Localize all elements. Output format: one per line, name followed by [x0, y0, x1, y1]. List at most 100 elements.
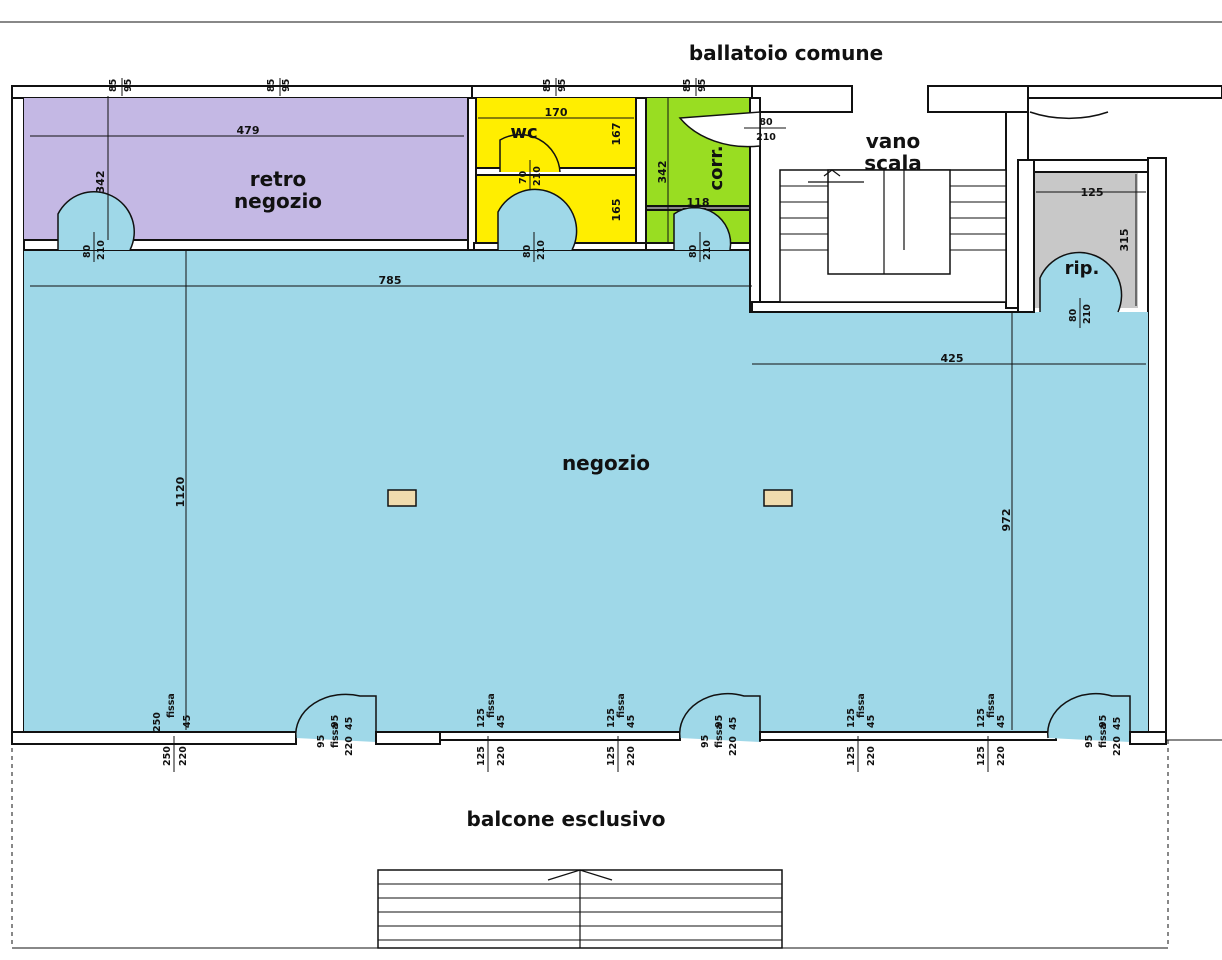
top-opening-3-h: 95 — [557, 79, 568, 92]
svg-text:220: 220 — [626, 746, 637, 766]
balcony-stairs — [377, 869, 783, 949]
door-facade-2 — [678, 692, 761, 742]
svg-text:80: 80 — [1068, 308, 1079, 322]
top-opening-2-h: 95 — [281, 79, 292, 92]
svg-text:125: 125 — [846, 708, 857, 728]
bottom-wall-left — [11, 731, 297, 745]
stair-top-wall-right — [927, 85, 1029, 113]
top-opening-4-h: 95 — [697, 79, 708, 92]
stairwell — [779, 169, 1007, 303]
label-back-shop-2: negozio — [234, 189, 322, 213]
svg-text:45: 45 — [182, 715, 193, 728]
window-1-upper: 250 fissa 45 — [152, 693, 193, 732]
dim-shop-width-right: 425 — [941, 352, 964, 365]
door-facade-3-label: 95 95 fissa 45 220 — [1084, 715, 1123, 756]
svg-text:210: 210 — [702, 240, 713, 260]
room-shop — [24, 250, 1148, 732]
svg-text:fissa: fissa — [1098, 723, 1109, 748]
door-label-wc: 80 210 — [522, 232, 547, 262]
door-label-storage: 80 210 — [1068, 298, 1093, 328]
dim-shop-depth-right: 972 — [1000, 509, 1013, 532]
top-opening-1: 85 95 — [108, 78, 134, 96]
svg-text:fissa: fissa — [330, 723, 341, 748]
svg-text:250: 250 — [152, 712, 163, 732]
bottom-wall-right — [1129, 731, 1167, 745]
door-label-back-shop: 80 210 — [82, 232, 107, 262]
svg-text:45: 45 — [728, 717, 739, 730]
label-balcony: balcone esclusivo — [467, 807, 666, 831]
svg-text:fissa: fissa — [486, 693, 497, 718]
top-opening-1-h: 95 — [123, 79, 134, 92]
door-label-wc-inner: 70 210 — [518, 160, 543, 190]
svg-text:210: 210 — [756, 132, 776, 143]
svg-text:220: 220 — [496, 746, 507, 766]
wall-storage-top — [1027, 159, 1149, 173]
svg-text:80: 80 — [759, 117, 773, 128]
svg-text:220: 220 — [1112, 736, 1123, 756]
svg-text:125: 125 — [976, 708, 987, 728]
door-facade-1 — [295, 693, 377, 742]
dim-shop-depth-left: 1120 — [174, 476, 187, 507]
label-corridor: corr. — [706, 145, 727, 190]
pillar-right — [763, 489, 793, 507]
label-shop: negozio — [562, 451, 650, 475]
window-5: 125 125 fissa 45 220 — [976, 693, 1007, 772]
svg-text:45: 45 — [996, 715, 1007, 728]
right-outer-wall — [1147, 157, 1167, 741]
top-opening-4: 85 95 — [682, 78, 708, 96]
label-storage: rip. — [1065, 258, 1100, 279]
svg-text:210: 210 — [532, 166, 543, 186]
door-stairwell — [678, 111, 761, 148]
bottom-wall-3 — [439, 731, 681, 741]
svg-text:95: 95 — [1098, 715, 1109, 728]
svg-text:45: 45 — [626, 715, 637, 728]
dim-storage-width: 125 — [1081, 186, 1104, 199]
svg-text:45: 45 — [344, 717, 355, 730]
label-wc: wc — [510, 122, 537, 143]
dim-wc-depth: 167 — [610, 123, 623, 146]
window-2: 125 125 fissa 45 220 — [476, 693, 507, 772]
door-gallery — [851, 90, 1109, 120]
svg-text:125: 125 — [606, 708, 617, 728]
svg-text:125: 125 — [606, 746, 617, 766]
bottom-wall-4 — [759, 731, 1057, 741]
svg-text:fissa: fissa — [616, 693, 627, 718]
svg-text:210: 210 — [96, 240, 107, 260]
dim-back-shop-width: 479 — [237, 124, 260, 137]
svg-text:250: 250 — [162, 746, 173, 766]
dim-back-shop-depth: 342 — [94, 171, 107, 194]
svg-text:45: 45 — [866, 715, 877, 728]
wall-back-shop-right — [467, 97, 477, 251]
dim-storage-depth: 315 — [1118, 229, 1131, 252]
dim-corridor-width: 118 — [687, 196, 710, 209]
dim-shop-width-left: 785 — [379, 274, 402, 287]
top-opening-2-w: 85 — [266, 79, 277, 92]
left-outer-wall — [11, 91, 25, 741]
svg-text:220: 220 — [344, 736, 355, 756]
svg-text:125: 125 — [476, 746, 487, 766]
top-opening-3: 85 95 — [542, 78, 568, 96]
svg-text:125: 125 — [976, 746, 987, 766]
svg-text:fissa: fissa — [714, 723, 725, 748]
wall-storage-left — [1017, 159, 1035, 313]
wall-wc-right — [635, 97, 647, 251]
door-storage — [1039, 251, 1123, 313]
stair-top-wall-left — [751, 85, 853, 113]
door-facade-1-label: 95 95 fissa 45 220 — [316, 715, 355, 756]
label-back-shop-1: retro — [250, 167, 307, 191]
label-stair-2: scala — [864, 151, 922, 175]
svg-text:45: 45 — [496, 715, 507, 728]
door-back-shop — [57, 191, 135, 251]
top-wall-right — [1027, 85, 1222, 99]
svg-text:125: 125 — [476, 708, 487, 728]
svg-text:220: 220 — [866, 746, 877, 766]
svg-text:80: 80 — [688, 244, 699, 258]
top-opening-2: 85 95 — [266, 78, 292, 96]
dim-antiwc-depth: 165 — [610, 199, 623, 222]
door-facade-3 — [1046, 692, 1131, 742]
door-label-corridor: 80 210 — [688, 232, 713, 262]
window-4: 125 125 fissa 45 220 — [846, 693, 877, 772]
dim-corridor-depth: 342 — [656, 161, 669, 184]
top-opening-1-w: 85 — [108, 79, 119, 92]
